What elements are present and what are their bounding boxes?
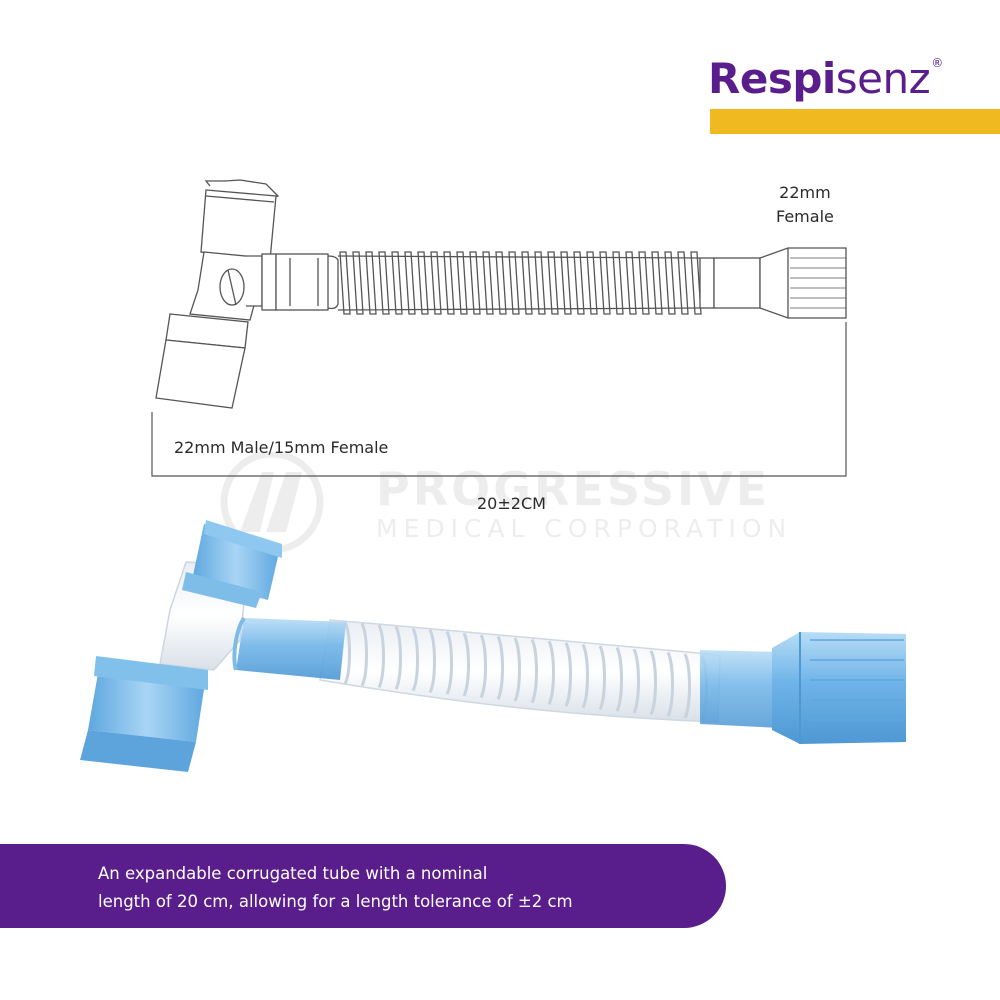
line-rib: [469, 251, 481, 315]
photo-rib: [462, 632, 470, 697]
right-connector-type: Female: [776, 207, 834, 226]
line-rib: [677, 251, 689, 315]
photo-rib: [649, 650, 657, 716]
photo-rib: [598, 645, 606, 711]
line-rib: [430, 251, 442, 315]
photo-rib: [360, 622, 368, 687]
line-rib: [573, 251, 585, 315]
line-rib: [391, 251, 403, 315]
logo-part-light: senz: [835, 54, 931, 103]
photo-rib: [666, 651, 674, 717]
left-connector-label: 22mm Male/15mm Female: [174, 438, 389, 457]
line-rib: [417, 251, 429, 315]
watermark-line1: PROGRESSIVE: [376, 462, 771, 516]
product-photo: [80, 520, 906, 772]
registered-mark: ®: [931, 56, 943, 70]
line-rib: [495, 251, 507, 315]
line-rib: [664, 251, 676, 315]
description-line1: An expandable corrugated tube with a nom…: [98, 864, 488, 883]
photo-rib: [377, 624, 385, 689]
line-rib: [599, 251, 611, 315]
line-rib: [560, 251, 572, 315]
line-rib: [534, 251, 546, 315]
line-rib: [339, 251, 351, 315]
right-connector-size: 22mm: [779, 183, 831, 202]
line-rib: [404, 251, 416, 315]
line-rib: [547, 251, 559, 315]
length-dimension-label: 20±2CM: [477, 494, 546, 513]
line-rib: [625, 251, 637, 315]
line-corrugations: [337, 251, 702, 315]
line-rib: [456, 251, 468, 315]
logo-part-bold: Respi: [708, 54, 836, 103]
line-rib: [586, 251, 598, 315]
photo-rib: [547, 640, 555, 706]
photo-rib: [445, 630, 453, 695]
brand-logo: Respisenz®: [708, 54, 943, 103]
photo-rib: [428, 629, 436, 694]
photo-corrugations: [343, 621, 708, 721]
line-rib: [508, 251, 520, 315]
photo-rib: [530, 638, 538, 704]
photo-rib: [683, 653, 691, 719]
line-tube-edge: [337, 255, 701, 311]
photo-rib: [411, 627, 419, 692]
brand-accent-bar: [710, 109, 1000, 134]
line-rib: [378, 251, 390, 315]
line-rib: [352, 251, 364, 315]
line-rib: [690, 251, 702, 315]
description-banner: An expandable corrugated tube with a nom…: [0, 844, 726, 928]
photo-rib: [479, 634, 487, 699]
photo-rib: [632, 648, 640, 714]
photo-rib: [615, 646, 623, 712]
line-rib: [638, 251, 650, 315]
photo-rib: [581, 643, 589, 709]
photo-rib: [513, 637, 521, 702]
line-rib: [482, 251, 494, 315]
description-text: An expandable corrugated tube with a nom…: [98, 860, 698, 916]
description-line2: length of 20 cm, allowing for a length t…: [98, 892, 573, 911]
photo-rib: [343, 621, 351, 685]
line-rib: [443, 251, 455, 315]
right-connector-label: 22mm Female: [776, 181, 834, 229]
line-rib: [521, 251, 533, 315]
watermark: PROGRESSIVE MEDICAL CORPORATION: [210, 452, 810, 562]
line-rib: [612, 251, 624, 315]
photo-rib: [496, 635, 504, 700]
line-drawing: [151, 179, 847, 477]
watermark-line2: MEDICAL CORPORATION: [376, 514, 793, 543]
photo-rib: [394, 626, 402, 690]
line-rib: [651, 251, 663, 315]
photo-rib: [564, 642, 572, 707]
line-rib: [365, 251, 377, 315]
